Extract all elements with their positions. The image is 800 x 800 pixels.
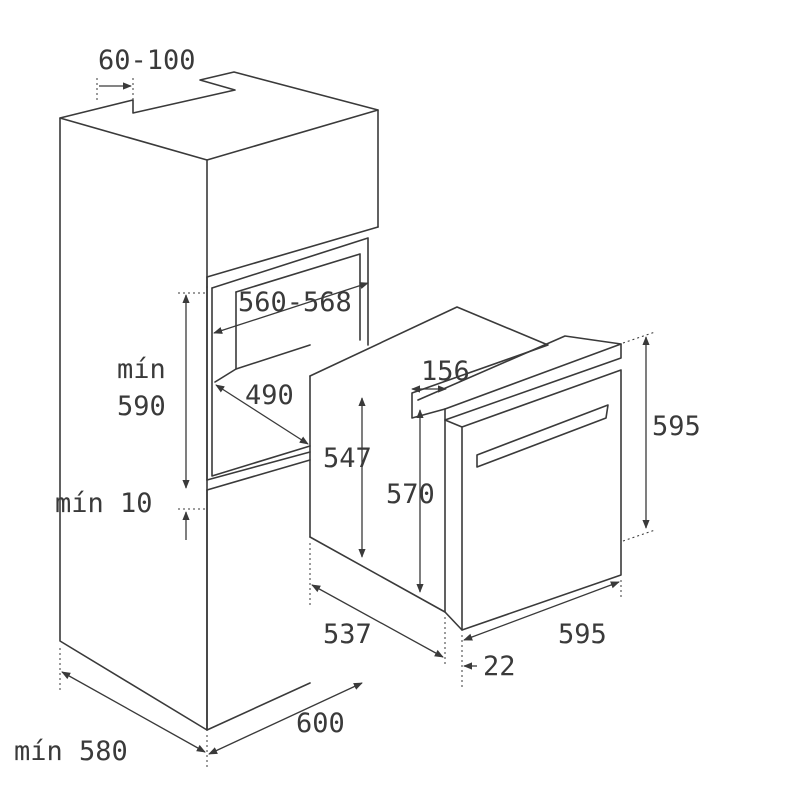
front-panel-thickness-label: 22 <box>483 651 516 682</box>
oven-depth-label: 537 <box>323 619 372 650</box>
top-gap-label: 60-100 <box>98 45 196 76</box>
niche-height-label: 590 <box>117 391 166 422</box>
cabinet-height-label: mín 580 <box>14 736 128 767</box>
dimension-lines <box>59 78 656 770</box>
cabinet-width-label: 600 <box>296 708 345 739</box>
niche-height-prefix: mín <box>117 354 166 385</box>
oven <box>309 306 622 631</box>
oven-width-label: 595 <box>558 619 607 650</box>
niche-width-label: 560-568 <box>238 287 352 318</box>
oven-front-height-label: 595 <box>652 411 701 442</box>
niche-depth-label: 490 <box>245 380 294 411</box>
oven-top-offset-label: 156 <box>421 356 470 387</box>
bottom-gap-label: mín 10 <box>55 488 153 519</box>
oven-side-height-label: 547 <box>323 443 372 474</box>
oven-body-height-label: 570 <box>386 479 435 510</box>
